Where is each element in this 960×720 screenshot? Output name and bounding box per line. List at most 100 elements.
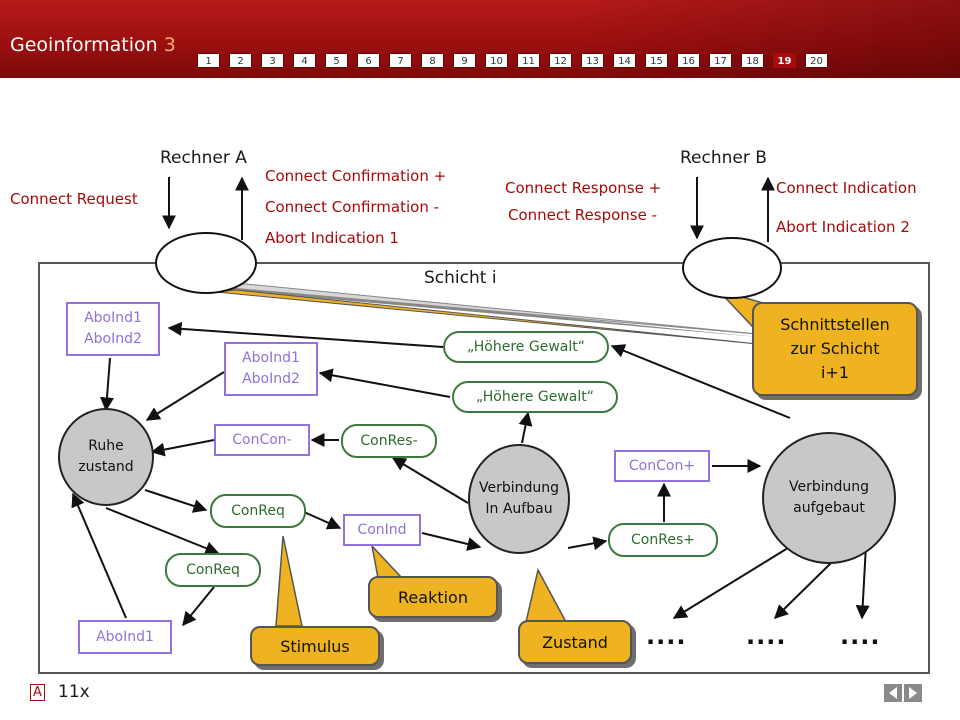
conres-minus-text: ConRes- (360, 433, 418, 449)
arrow-conreq2-to-aboind (182, 586, 215, 627)
zustand-tail (525, 567, 568, 623)
page-button-15[interactable]: 15 (645, 53, 668, 68)
continuation-dots-3: .... (840, 622, 881, 650)
stimulus-callout: Stimulus (250, 626, 380, 666)
slide-nav (884, 684, 922, 702)
abort-indication-1-label: Abort Indication 1 (265, 229, 399, 247)
page-button-2[interactable]: 2 (229, 53, 252, 68)
header-bar (0, 0, 960, 78)
page-button-13[interactable]: 13 (581, 53, 604, 68)
course-number: 3 (163, 34, 176, 56)
arrow-aboind-to-ruhe (99, 357, 114, 412)
page-button-1[interactable]: 1 (197, 53, 220, 68)
ruhe-line-1: Ruhe (88, 438, 124, 454)
page-button-9[interactable]: 9 (453, 53, 476, 68)
aboind-mid-1: AboInd1 (242, 350, 300, 366)
page-button-11[interactable]: 11 (517, 53, 540, 68)
concon-minus-text: ConCon- (232, 431, 292, 448)
aufbau-line-1: Verbindung (478, 480, 560, 496)
gewalt-2-text: „Höhere Gewalt“ (476, 389, 594, 405)
page-button-3[interactable]: 3 (261, 53, 284, 68)
conreq-pill-2: ConReq (165, 553, 261, 587)
stimulus-tail (275, 535, 303, 627)
arrow-conreq-to-conind (303, 511, 342, 530)
arrow-conind-to-aufbau (421, 532, 482, 551)
continuation-dots-2: .... (746, 622, 787, 650)
aufgebaut-line-2: aufgebaut (793, 500, 865, 516)
course-title: Geoinformation 3 (10, 34, 176, 56)
conind-text: ConInd (357, 521, 407, 538)
page-button-8[interactable]: 8 (421, 53, 444, 68)
arrow-aufbau-to-gewalt2 (518, 411, 533, 444)
response-plus-label: Connect Response + (505, 179, 662, 197)
schnittstellen-callout: Schnittstellen zur Schicht i+1 (752, 302, 918, 396)
schnittstellen-line-1: Schnittstellen (780, 315, 890, 334)
arrow-aufgebaut-to-dots2 (774, 561, 833, 619)
reaktion-callout: Reaktion (368, 576, 498, 618)
ruhe-line-2: zustand (78, 459, 134, 475)
schnittstellen-line-2: zur Schicht (790, 339, 880, 358)
concon-plus-box: ConCon+ (614, 450, 710, 482)
hoehere-gewalt-pill-1: „Höhere Gewalt“ (443, 331, 609, 363)
abort-indication-2-label: Abort Indication 2 (776, 218, 910, 236)
gewalt-1-text: „Höhere Gewalt“ (467, 339, 585, 355)
connect-indication-label: Connect Indication (776, 179, 917, 197)
concon-plus-text: ConCon+ (628, 457, 696, 474)
zustand-callout: Zustand (518, 620, 632, 664)
state-verbindung-in-aufbau: Verbindung In Aufbau (468, 444, 570, 554)
conreq-2-text: ConReq (186, 562, 240, 578)
slide-count: 11x (58, 682, 90, 702)
conres-plus-text: ConRes+ (631, 532, 695, 548)
page-button-12[interactable]: 12 (549, 53, 572, 68)
page-button-19[interactable]: 19 (773, 53, 796, 68)
page-button-20[interactable]: 20 (805, 53, 828, 68)
slide-marker: A (30, 684, 45, 701)
aboind-top-1: AboInd1 (84, 310, 142, 326)
aboind-mid-2: AboInd2 (242, 371, 300, 387)
aufbau-line-2: In Aufbau (485, 501, 553, 517)
concon-minus-box: ConCon- (214, 424, 310, 456)
rechner-b-label: Rechner B (680, 148, 767, 168)
arrow-aufgebaut-to-dots1 (672, 542, 797, 619)
rechner-a-label: Rechner A (160, 148, 247, 168)
reaktion-text: Reaktion (398, 587, 468, 607)
page-button-5[interactable]: 5 (325, 53, 348, 68)
arrow-aboind-to-ruhe-up (71, 492, 127, 619)
state-ruhezustand: Ruhe zustand (58, 408, 154, 506)
layer-frame (38, 262, 930, 674)
page-button-4[interactable]: 4 (293, 53, 316, 68)
arrow-ruhe-to-conreq (144, 489, 208, 513)
arrow-aboind2-to-ruhe (145, 371, 225, 421)
interface-ellipse-a (155, 232, 257, 294)
zustand-text: Zustand (542, 632, 608, 652)
next-slide-button[interactable] (904, 684, 922, 702)
arrow-aufgebaut-to-gewalt1 (610, 344, 791, 419)
aboind-top-2: AboInd2 (84, 331, 142, 347)
arrow-aufgebaut-to-dots3 (855, 544, 870, 620)
schnittstellen-pointer-a (207, 283, 769, 336)
page-button-6[interactable]: 6 (357, 53, 380, 68)
arrow-gewalt1-to-aboind (167, 321, 444, 348)
conreq-pill-1: ConReq (210, 494, 306, 528)
continuation-dots-1: .... (646, 622, 687, 650)
arrow-aufbau-to-conres (391, 457, 469, 504)
hoehere-gewalt-pill-2: „Höhere Gewalt“ (452, 381, 618, 413)
prev-slide-button[interactable] (884, 684, 902, 702)
page-button-17[interactable]: 17 (709, 53, 732, 68)
conind-box: ConInd (343, 514, 421, 546)
stimulus-text: Stimulus (280, 636, 350, 656)
triangle-left-icon (889, 687, 897, 699)
page-button-10[interactable]: 10 (485, 53, 508, 68)
page-button-18[interactable]: 18 (741, 53, 764, 68)
arrow-aufbau-to-conresplus (567, 536, 608, 551)
course-title-text: Geoinformation (10, 34, 158, 56)
page-button-14[interactable]: 14 (613, 53, 636, 68)
arrow-gewalt2-to-aboind2 (318, 368, 451, 398)
conreq-1-text: ConReq (231, 503, 285, 519)
page-button-7[interactable]: 7 (389, 53, 412, 68)
conres-minus-pill: ConRes- (341, 424, 437, 458)
page-button-16[interactable]: 16 (677, 53, 700, 68)
